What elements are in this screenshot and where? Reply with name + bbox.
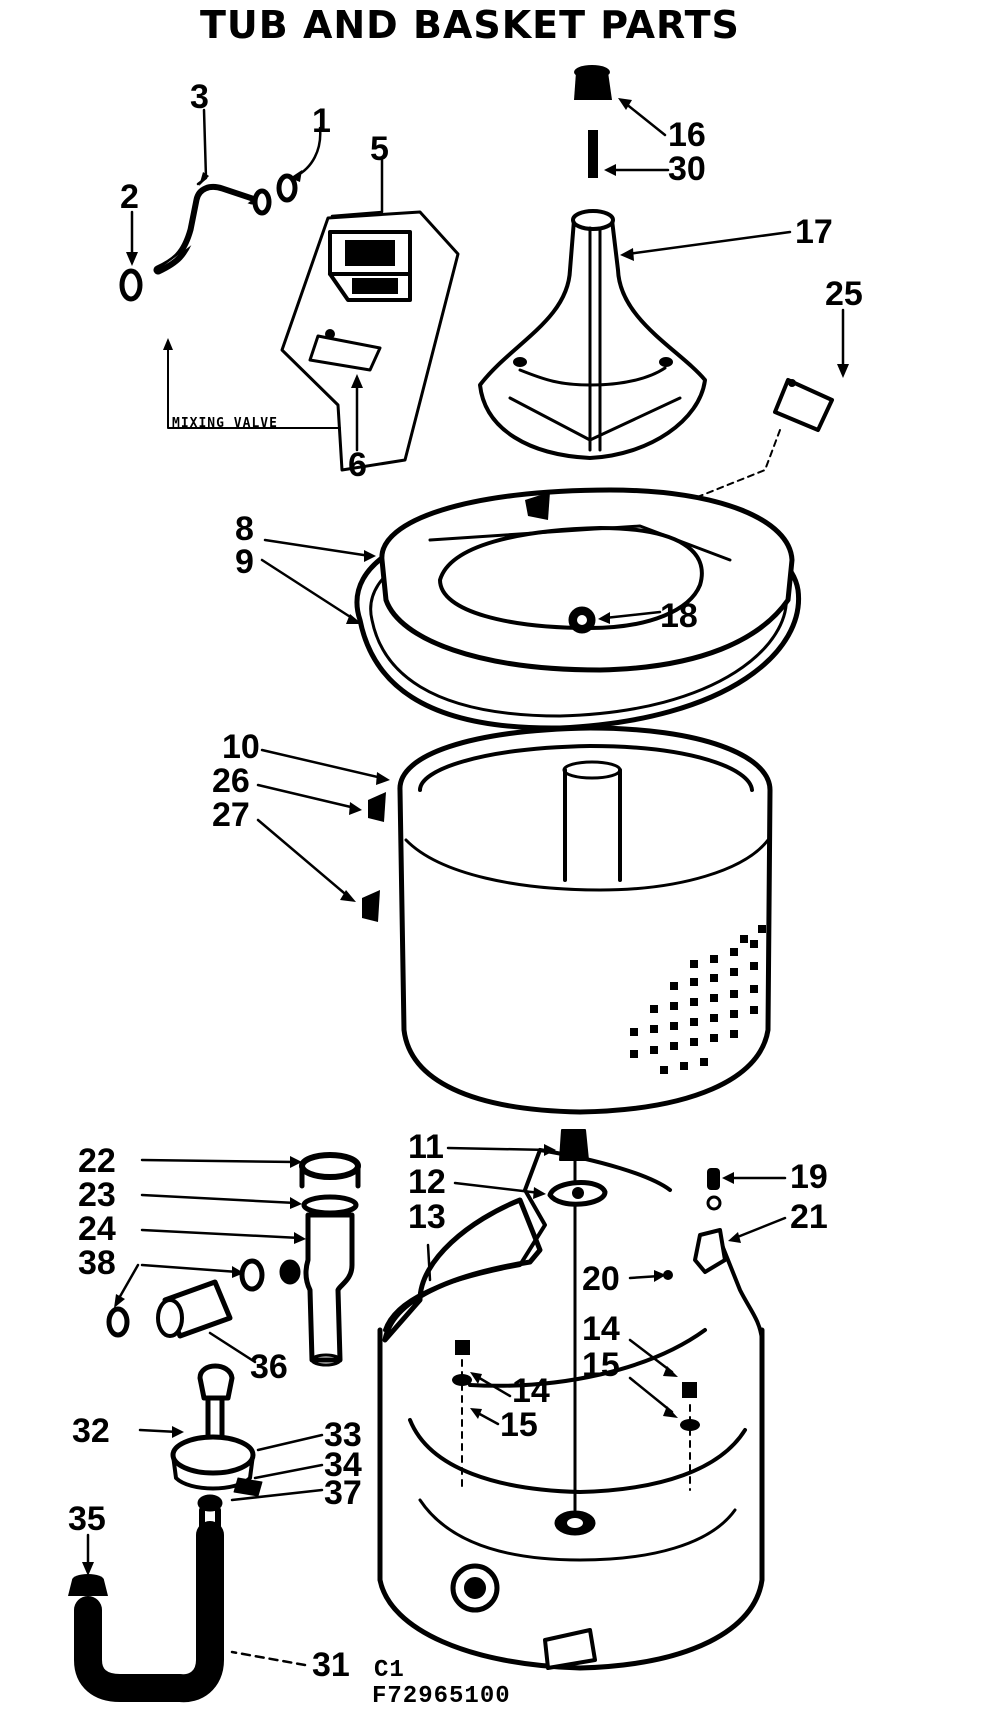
tub-cover-group [354,487,802,731]
part-label-13: 13 [408,1198,446,1236]
mixing-valve-bracket [280,210,460,472]
diagram-title: TUB AND BASKET PARTS [200,3,740,47]
part-label-14-right: 14 [582,1310,620,1348]
outer-tub [377,1138,765,1671]
figure-code-line1: C1 [374,1657,405,1684]
part-label-33: 33 [324,1416,362,1454]
wash-basket [362,725,773,1115]
hose-clamp-2 [119,268,143,302]
part-label-11: 11 [408,1128,444,1166]
part-label-36: 36 [250,1348,288,1386]
tub-bolts [452,1340,700,1491]
valve-screen [308,334,382,372]
part-label-25: 25 [825,275,863,313]
part-label-38: 38 [78,1244,116,1282]
part-label-6: 6 [348,446,367,484]
pump-body [170,1434,256,1476]
figure-code-line2: F72965100 [372,1683,511,1709]
pump-assembly [170,1363,263,1533]
tub-cover [379,487,795,673]
agitator-cap [574,72,612,100]
part-label-3: 3 [190,78,209,116]
part-label-16: 16 [668,116,706,154]
basket-clip-27 [362,890,380,922]
drain-assembly [106,1152,361,1367]
part-label-10: 10 [222,728,260,766]
part-label-34: 34 [324,1446,362,1484]
part-label-27: 27 [212,796,250,834]
tub-bearing [559,1129,589,1161]
mixing-valve-group: MIXING VALVE [119,173,460,472]
part-label-2: 2 [120,178,139,216]
tub-side-port [450,1563,500,1613]
part-label-5: 5 [370,130,389,168]
part-label-1: 1 [312,102,331,140]
part-label-22: 22 [78,1142,116,1180]
part-label-20: 20 [582,1260,620,1298]
lint-filter [773,378,834,432]
part-label-9: 9 [235,543,254,581]
mixing-valve-label: MIXING VALVE [172,416,278,431]
part-label-21: 21 [790,1198,828,1236]
part-label-26: 26 [212,762,250,800]
part-label-37: 37 [324,1474,362,1512]
drain-nut [299,1152,361,1180]
basket-clip-26 [368,792,386,822]
part-label-19: 19 [790,1158,828,1196]
part-label-35: 35 [68,1500,106,1538]
part-label-18: 18 [660,597,698,635]
pressure-cap [707,1168,720,1190]
part-label-15-right: 15 [582,1346,620,1384]
pressure-fitting [693,1228,727,1274]
part-label-8: 8 [235,510,254,548]
part-label-15-left: 15 [500,1406,538,1444]
part-labels: 3 2 1 5 6 16 30 17 25 8 9 18 10 26 27 11… [68,78,863,1684]
part-label-24: 24 [78,1210,116,1248]
hose-clamp-1 [276,173,298,203]
part-label-23: 23 [78,1176,116,1214]
part-label-30: 30 [668,150,706,188]
drain-hose [74,1521,224,1703]
leader-lines [82,98,849,1667]
part-label-32: 32 [72,1412,110,1450]
agitator-body [478,218,707,460]
mixing-valve-body [328,230,412,302]
part-label-17: 17 [795,213,833,251]
part-label-31: 31 [312,1646,350,1684]
part-label-12: 12 [408,1163,446,1201]
part-label-14-left: 14 [512,1372,550,1410]
basket-perforations [630,925,766,1074]
drain-tube [303,1212,355,1363]
agitator-bolt [588,130,598,178]
agitator-group [478,65,707,460]
